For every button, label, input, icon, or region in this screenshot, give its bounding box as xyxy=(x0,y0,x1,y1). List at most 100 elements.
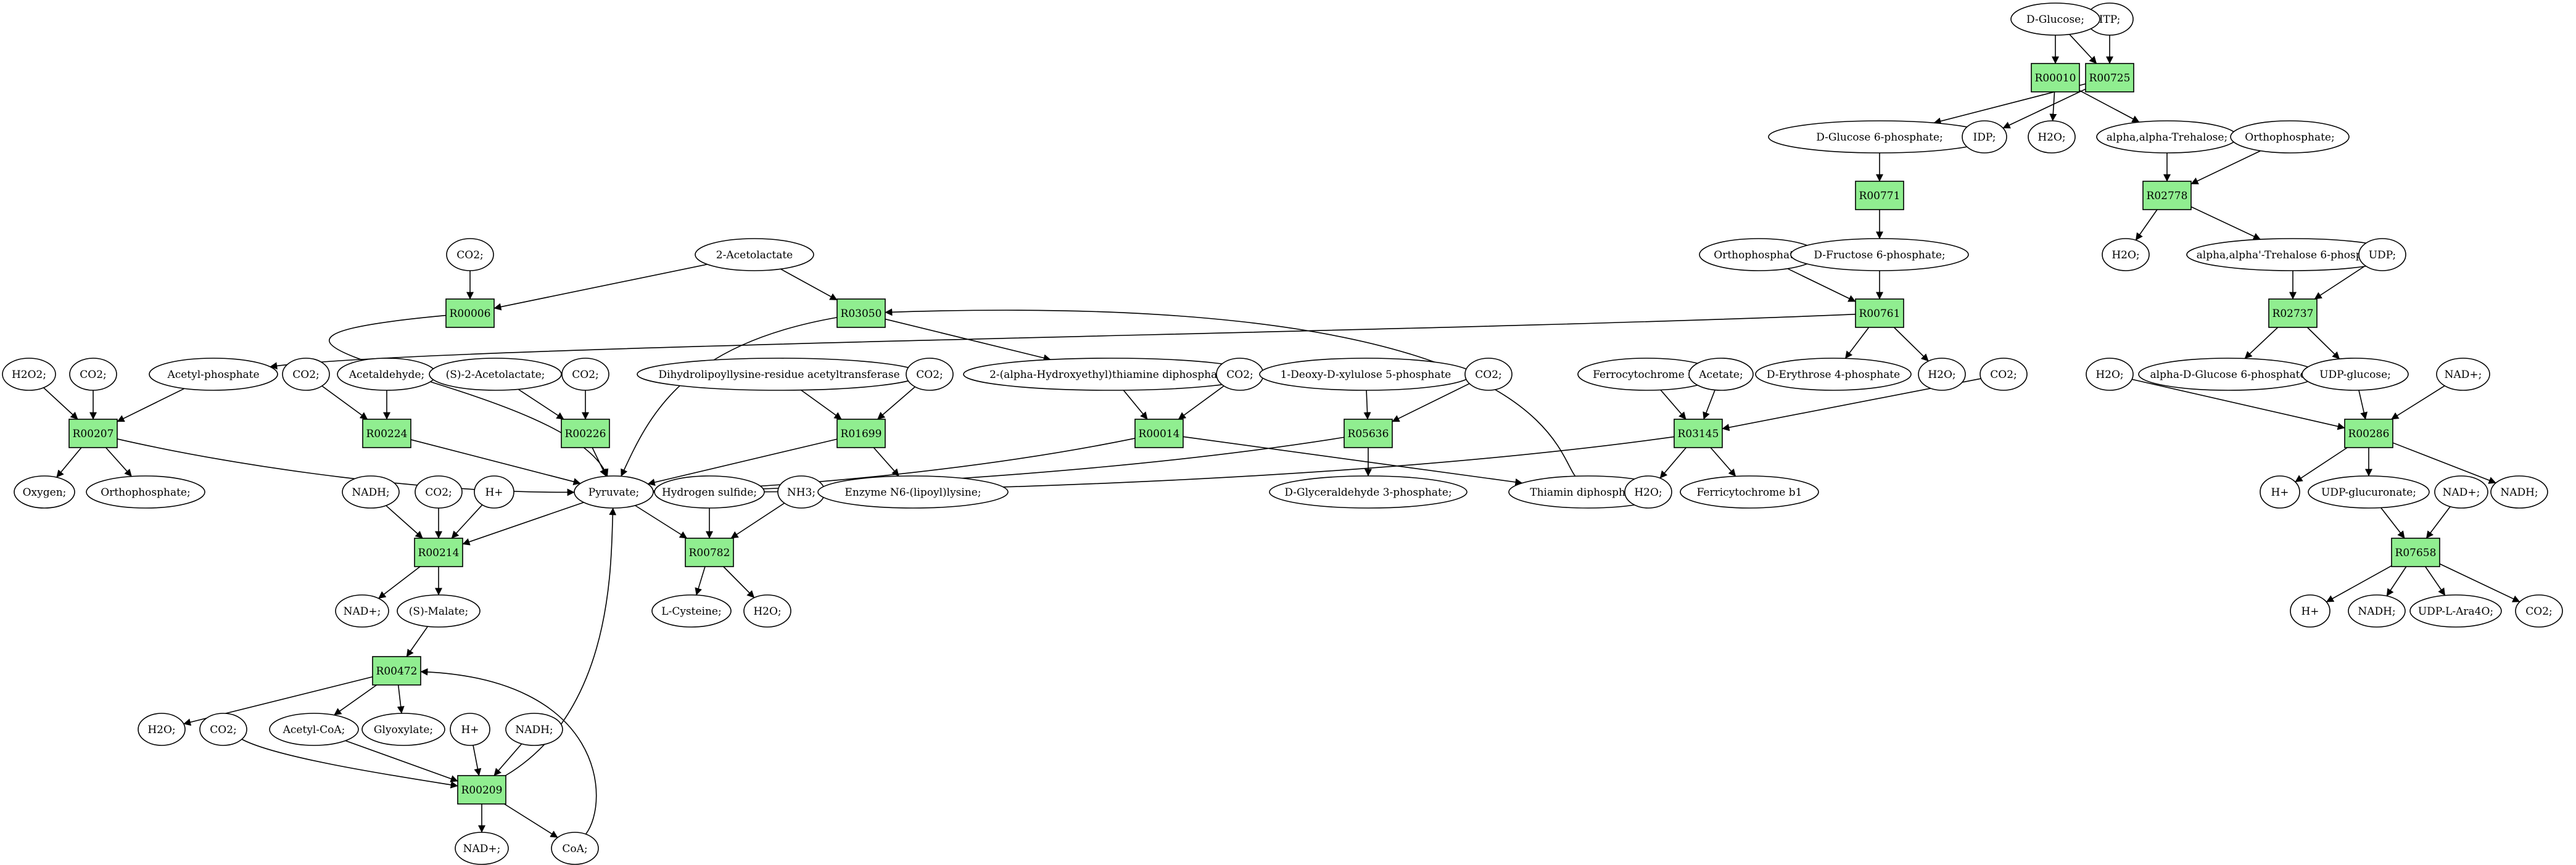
metabolite-node-h2o-472[interactable]: H2O; xyxy=(138,713,186,746)
metabolite-node-smalate[interactable]: (S)-Malate; xyxy=(397,594,481,628)
reaction-node-r00782[interactable]: R00782 xyxy=(685,538,734,567)
target-metabolite-node-lcysteine[interactable]: L-Cysteine; xyxy=(651,594,732,628)
metabolite-node-h2o-r2778[interactable]: H2O; xyxy=(2102,238,2150,271)
metabolite-node-udpglucuronate[interactable]: UDP-glucuronate; xyxy=(2308,475,2430,509)
metabolite-node-co2-214[interactable]: CO2; xyxy=(415,475,463,509)
edge-co2_699-to-R01699 xyxy=(877,386,915,420)
metabolite-node-co2-699[interactable]: CO2; xyxy=(906,358,954,391)
metabolite-node-h2s[interactable]: Hydrogen sulfide; xyxy=(654,475,765,509)
metabolite-node-glyceraldehyde[interactable]: D-Glyceraldehyde 3-phosphate; xyxy=(1269,475,1468,509)
metabolite-node-h-7658[interactable]: H+ xyxy=(2290,594,2330,628)
metabolite-node-oxygen[interactable]: Oxygen; xyxy=(14,475,75,509)
metabolite-node-nh3[interactable]: NH3; xyxy=(777,475,825,509)
metabolite-node-agluc6p[interactable]: alpha-D-Glucose 6-phosphate xyxy=(2138,358,2318,391)
reaction-node-r00006[interactable]: R00006 xyxy=(445,298,495,328)
edge-udp-to-R02737 xyxy=(2314,265,2366,300)
metabolite-node-co2-7658[interactable]: CO2; xyxy=(2515,594,2563,628)
metabolite-node-nad-7658[interactable]: NAD+; xyxy=(2434,475,2488,509)
metabolite-node-ferricyt[interactable]: Ferricytochrome b1 xyxy=(1680,475,1819,509)
reaction-node-r00014[interactable]: R00014 xyxy=(1134,419,1184,448)
reaction-node-r00725[interactable]: R00725 xyxy=(2085,63,2134,92)
metabolite-node-nadh-209[interactable]: NADH; xyxy=(505,713,563,746)
metabolite-ellipse xyxy=(2515,594,2563,628)
reaction-node-r05636[interactable]: R05636 xyxy=(1344,419,1393,448)
metabolite-node-enzlipoyl[interactable]: Enzyme N6-(lipoyl)lysine; xyxy=(817,475,1009,509)
reaction-node-r02778[interactable]: R02778 xyxy=(2142,181,2192,210)
metabolite-node-h2o-r10[interactable]: H2O; xyxy=(2028,120,2076,154)
reaction-node-r00214[interactable]: R00214 xyxy=(414,538,463,567)
reaction-node-r02737[interactable]: R02737 xyxy=(2268,298,2318,328)
reaction-node-r00771[interactable]: R00771 xyxy=(1855,181,1904,210)
metabolite-node-acetate[interactable]: Acetate; xyxy=(1688,358,1754,391)
metabolite-node-h2o-286[interactable]: H2O; xyxy=(2086,358,2134,391)
edge-h_214-to-R00214 xyxy=(451,504,483,539)
metabolite-node-co2-3145[interactable]: CO2; xyxy=(1979,358,2028,391)
reaction-node-r03145[interactable]: R03145 xyxy=(1674,419,1723,448)
metabolite-node-co2-006[interactable]: CO2; xyxy=(446,238,494,271)
metabolite-label: CO2; xyxy=(210,724,237,736)
metabolite-node-trehalose[interactable]: alpha,alpha-Trehalose; xyxy=(2096,120,2238,154)
metabolite-ellipse xyxy=(1680,475,1819,509)
metabolite-node-h2o-782[interactable]: H2O; xyxy=(743,594,791,628)
metabolite-node-hethdp[interactable]: 2-(alpha-Hydroxyethyl)thiamine diphospha… xyxy=(963,358,1258,391)
metabolite-node-h-209[interactable]: H+ xyxy=(450,713,490,746)
metabolite-node-acetylphosphate[interactable]: Acetyl-phosphate xyxy=(149,358,278,391)
metabolite-node-co2-5636[interactable]: CO2; xyxy=(1464,358,1513,391)
metabolite-node-nadh-7658[interactable]: NADH; xyxy=(2348,594,2406,628)
reaction-label: R00725 xyxy=(2089,72,2131,84)
reaction-node-r00209[interactable]: R00209 xyxy=(457,775,506,805)
metabolite-label: Ferrocytochrome b1 xyxy=(1593,369,1701,381)
start-metabolite-node-dglucose[interactable]: D-Glucose; xyxy=(2010,2,2100,36)
metabolite-node-co2-014[interactable]: CO2; xyxy=(1216,358,1264,391)
metabolite-node-nad-286[interactable]: NAD+; xyxy=(2436,358,2490,391)
reaction-node-r01699[interactable]: R01699 xyxy=(836,419,886,448)
metabolite-node-udp[interactable]: UDP; xyxy=(2358,238,2406,271)
metabolite-node-nad-214[interactable]: NAD+; xyxy=(335,594,389,628)
edge-R00286-to-h_286 xyxy=(2295,447,2348,483)
metabolite-node-dg6p[interactable]: D-Glucose 6-phosphate; xyxy=(1768,120,1991,154)
metabolite-node-treh6p[interactable]: alpha,alpha'-Trehalose 6-phosphate; xyxy=(2186,238,2400,271)
reaction-node-r00010[interactable]: R00010 xyxy=(2031,63,2080,92)
metabolite-node-nadh-214[interactable]: NADH; xyxy=(342,475,400,509)
reaction-label: R03145 xyxy=(1678,428,1719,440)
reaction-node-r00286[interactable]: R00286 xyxy=(2344,419,2393,448)
metabolite-node-udpglucose[interactable]: UDP-glucose; xyxy=(2301,358,2409,391)
metabolite-node-h2o-761[interactable]: H2O; xyxy=(1918,358,1966,391)
metabolite-node-s2acetolactate[interactable]: (S)-2-Acetolactate; xyxy=(429,358,562,391)
metabolite-label: NH3; xyxy=(787,486,815,499)
metabolite-node-h-214[interactable]: H+ xyxy=(474,475,514,509)
metabolite-node-nadh-286[interactable]: NADH; xyxy=(2490,475,2548,509)
metabolite-node-df6p[interactable]: D-Fructose 6-phosphate; xyxy=(1790,238,1969,271)
metabolite-node-acetaldehyde[interactable]: Acetaldehyde; xyxy=(337,358,437,391)
metabolite-label: CoA; xyxy=(562,843,587,855)
metabolite-node-nad-209[interactable]: NAD+; xyxy=(455,832,509,865)
reaction-node-r00761[interactable]: R00761 xyxy=(1855,298,1904,328)
metabolite-node-ferrocyt[interactable]: Ferrocytochrome b1 xyxy=(1577,358,1717,391)
reaction-node-r00207[interactable]: R00207 xyxy=(68,419,118,448)
metabolite-node-acetylcoa[interactable]: Acetyl-CoA; xyxy=(269,713,359,746)
reaction-node-r03050[interactable]: R03050 xyxy=(836,298,886,328)
metabolite-node-co2-224[interactable]: CO2; xyxy=(282,358,330,391)
metabolite-node-h2o-3145[interactable]: H2O; xyxy=(1624,475,1672,509)
metabolite-node-deoxyxylulose[interactable]: 1-Deoxy-D-xylulose 5-phosphate xyxy=(1259,358,1472,391)
metabolite-node-erythrose[interactable]: D-Erythrose 4-phosphate xyxy=(1755,358,1912,391)
metabolite-node-h2o2[interactable]: H2O2; xyxy=(2,358,56,391)
metabolite-node-itp[interactable]: ITP; xyxy=(2086,2,2134,36)
metabolite-node-udpara[interactable]: UDP-L-Ara4O; xyxy=(2409,594,2502,628)
metabolite-node-idp[interactable]: IDP; xyxy=(1962,120,2007,154)
metabolite-node-acetolactate[interactable]: 2-Acetolactate xyxy=(695,238,814,271)
metabolite-node-orthophos-207[interactable]: Orthophosphate; xyxy=(86,475,205,509)
reaction-node-r00224[interactable]: R00224 xyxy=(362,419,411,448)
metabolite-node-dihydrolipoyl[interactable]: Dihydrolipoyllysine-residue acetyltransf… xyxy=(637,358,922,391)
reaction-node-r00226[interactable]: R00226 xyxy=(561,419,610,448)
reaction-node-r07658[interactable]: R07658 xyxy=(2391,538,2440,567)
metabolite-node-co2-209[interactable]: CO2; xyxy=(199,713,247,746)
metabolite-node-glyoxylate[interactable]: Glyoxylate; xyxy=(361,713,445,746)
metabolite-node-pyruvate[interactable]: Pyruvate; xyxy=(574,475,654,509)
reaction-node-r00472[interactable]: R00472 xyxy=(372,656,421,686)
metabolite-node-co2-207[interactable]: CO2; xyxy=(69,358,117,391)
metabolite-node-coa[interactable]: CoA; xyxy=(551,832,599,865)
metabolite-node-co2-226[interactable]: CO2; xyxy=(561,358,609,391)
metabolite-node-h-286[interactable]: H+ xyxy=(2260,475,2300,509)
metabolite-node-orthophos-top[interactable]: Orthophosphate; xyxy=(2230,120,2350,154)
